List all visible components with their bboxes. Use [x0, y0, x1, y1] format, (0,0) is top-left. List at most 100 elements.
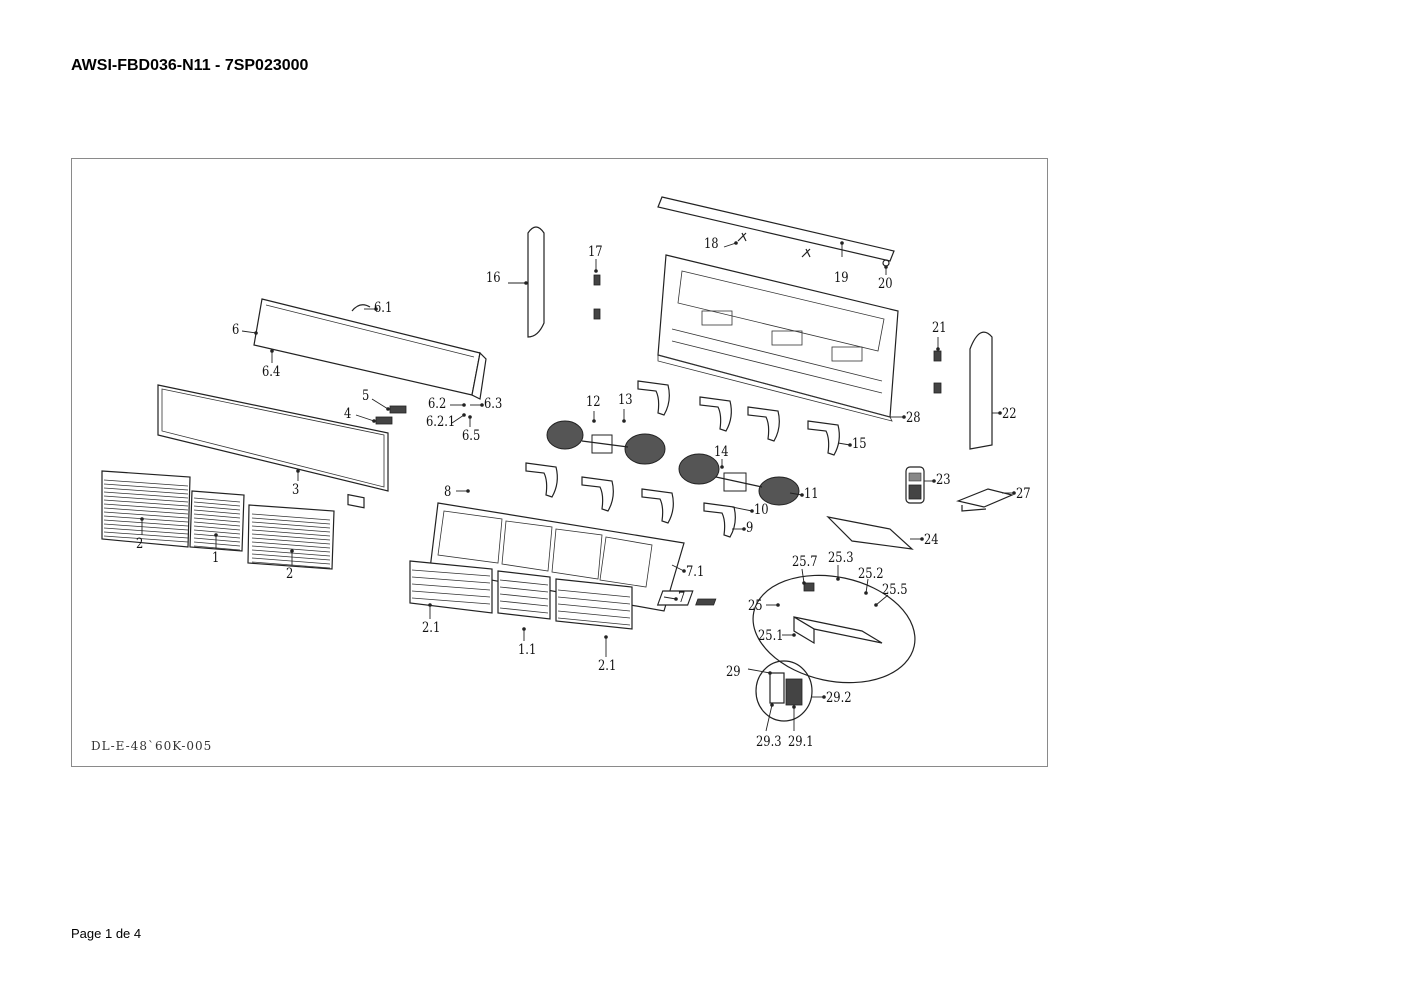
part-label-3: 3 [292, 482, 300, 498]
part-label-6-2-1: 6.2.1 [426, 414, 456, 430]
part-label-18: 18 [704, 236, 719, 252]
leader-dot [622, 419, 626, 423]
part-label-19: 19 [834, 270, 849, 286]
part-label-7: 7 [678, 590, 686, 606]
leader-line [875, 594, 889, 606]
leader-line [747, 668, 771, 674]
remote-holder [955, 488, 1014, 512]
leader-dot [884, 265, 888, 269]
electrical-box-group [755, 660, 813, 722]
leader-dot [836, 577, 840, 581]
leader-dot [290, 549, 294, 553]
part-label-27: 27 [1016, 486, 1031, 502]
leader-line [671, 564, 685, 572]
document-title: AWSI-FBD036-N11 - 7SP023000 [71, 57, 309, 74]
leader-dot [522, 627, 526, 631]
leader-dot [386, 407, 390, 411]
page-number: Page 1 de 4 [71, 926, 142, 941]
leader-dot [874, 603, 878, 607]
part-6-1 [351, 304, 371, 312]
louvers [525, 380, 840, 538]
leader-dot [936, 347, 940, 351]
leader-dot [800, 493, 804, 497]
louver [747, 406, 780, 442]
leader-dot [462, 413, 466, 417]
leader-dot [1012, 491, 1016, 495]
part-label-6-2: 6.2 [428, 396, 447, 412]
leader-dot [468, 415, 472, 419]
part-label-12: 12 [586, 394, 601, 410]
leader-dot [524, 281, 528, 285]
leader-line [451, 414, 465, 424]
drawing-code: DL-E-48`60K-005 [91, 739, 213, 753]
louver [703, 502, 736, 538]
part-label-8: 8 [444, 484, 452, 500]
leader-line [355, 414, 375, 422]
leader-line [801, 568, 805, 584]
leader-line [865, 578, 869, 594]
part-label-6-3: 6.3 [484, 396, 503, 412]
leader-dot [848, 443, 852, 447]
part-label-2-1: 2.1 [598, 658, 617, 674]
part-18 [737, 232, 747, 242]
leader-dot [296, 469, 300, 473]
part-17b [593, 308, 601, 320]
part-label-11: 11 [804, 486, 819, 502]
part-label-29-2: 29.2 [826, 690, 852, 706]
part-label-10: 10 [754, 502, 769, 518]
part-label-25-1: 25.1 [758, 628, 784, 644]
leader-dot [998, 411, 1002, 415]
leader-dot [374, 307, 378, 311]
top-strip [657, 196, 895, 262]
part-label-6-4: 6.4 [262, 364, 281, 380]
part-20 [882, 259, 890, 267]
leader-dot [750, 509, 754, 513]
leader-dot [214, 533, 218, 537]
leader-dot [840, 241, 844, 245]
chassis-front [409, 502, 685, 630]
part-label-23: 23 [936, 472, 951, 488]
leader-dot [254, 331, 258, 335]
leader-line [789, 492, 803, 496]
leader-dot [768, 671, 772, 675]
leader-dot [792, 633, 796, 637]
leader-dot [428, 603, 432, 607]
leader-dot [864, 591, 868, 595]
leader-dot [802, 581, 806, 585]
part-label-9: 9 [746, 520, 754, 536]
part-label-2: 2 [136, 536, 144, 552]
part-label-4: 4 [344, 406, 352, 422]
part-label-6: 6 [232, 322, 240, 338]
louver [525, 462, 558, 498]
part-label-15: 15 [852, 436, 867, 452]
part-21 [933, 350, 942, 362]
part-5 [389, 405, 407, 414]
leader-dot [770, 703, 774, 707]
leader-dot [932, 479, 936, 483]
louver [581, 476, 614, 512]
part-label-17: 17 [588, 244, 603, 260]
part-label-22: 22 [1002, 406, 1017, 422]
louver [699, 396, 732, 432]
leader-dot [604, 635, 608, 639]
rear-housing [657, 254, 899, 422]
left-side-panel [527, 226, 545, 338]
leader-dot [920, 537, 924, 541]
top-cover [253, 298, 487, 400]
leader-dot [466, 489, 470, 493]
part-4 [375, 416, 393, 425]
part-label-20: 20 [878, 276, 893, 292]
part-label-25-7: 25.7 [792, 554, 818, 570]
part-label-29-1: 29.1 [788, 734, 814, 750]
leader-line [837, 442, 851, 446]
leader-line [663, 596, 677, 600]
part-label-25-5: 25.5 [882, 582, 908, 598]
part-label-28: 28 [906, 410, 921, 426]
leader-line [731, 506, 753, 512]
louver [637, 380, 670, 416]
part-18b [801, 248, 811, 258]
part-label-5: 5 [362, 388, 370, 404]
leader-dot [720, 465, 724, 469]
part-label-7-1: 7.1 [686, 564, 705, 580]
tray-24 [826, 516, 914, 550]
